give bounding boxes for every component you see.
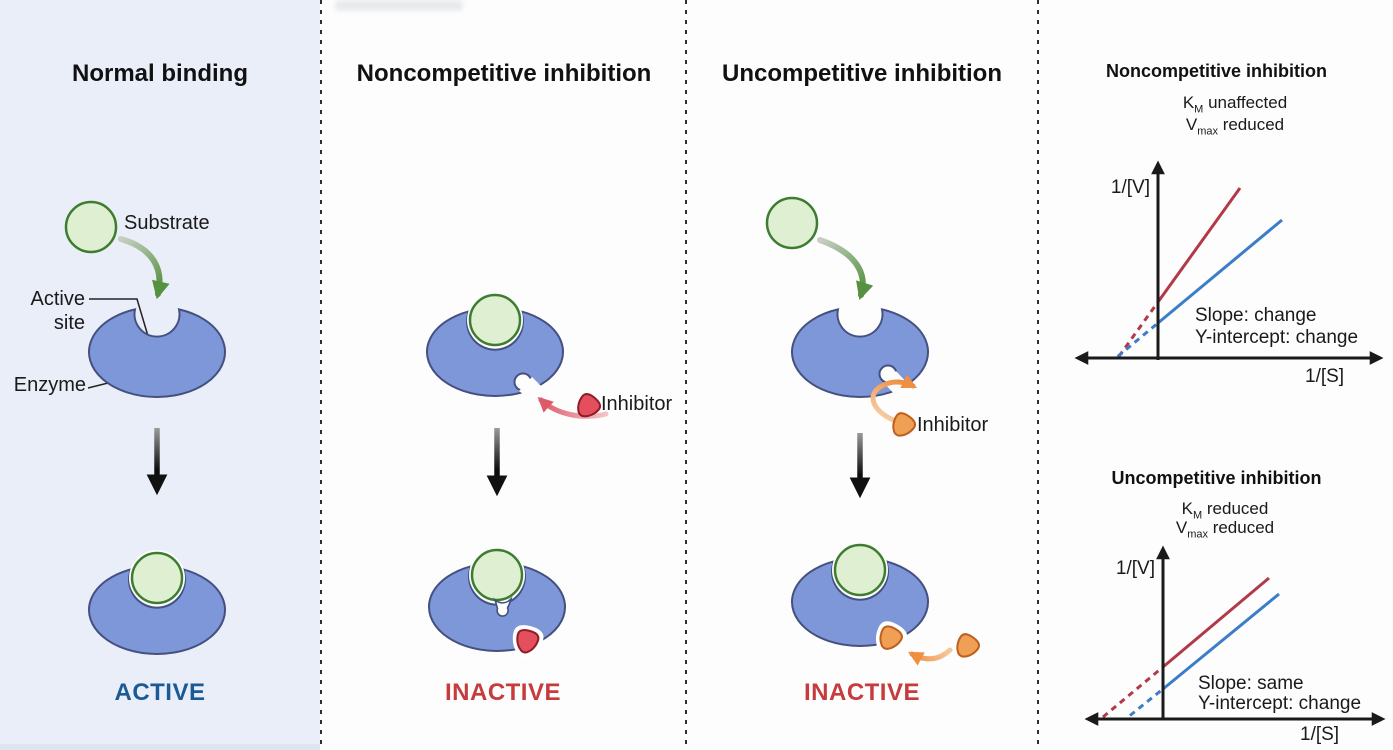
vmax-symbol: V [1185, 115, 1198, 134]
red-dashed-extrapolation [1102, 665, 1164, 719]
plot1-slope-note: Slope: change [1195, 305, 1317, 326]
plot2-title: Uncompetitive inhibition [1111, 468, 1322, 488]
substrate-label: Substrate [124, 212, 210, 234]
enzyme-with-open-active-site [88, 308, 226, 398]
panel-divider-1 [320, 0, 322, 750]
active-site-label-line1: Active [30, 288, 85, 310]
panel-bottom-strip [0, 744, 320, 750]
enzyme-substrate-complex-active [88, 550, 226, 655]
active-site-leader-line [89, 298, 149, 337]
panel1-title: Normal binding [72, 60, 248, 87]
blue-dashed-extrapolation [1129, 687, 1164, 717]
km-symbol: K [1181, 499, 1193, 518]
distorted-active-site [493, 596, 513, 617]
panel1-artwork [64, 200, 226, 655]
panel2-title: Noncompetitive inhibition [356, 60, 652, 87]
plot1-x-axis-label: 1/[S] [1305, 366, 1345, 387]
orange-curved-arrow-icon [870, 374, 918, 424]
vmax-effect: reduced [1217, 115, 1285, 134]
panel3-title: Uncompetitive inhibition [722, 60, 1002, 87]
inactive-status-label: INACTIVE [444, 679, 561, 706]
lineweaver-burk-plot-noncompetitive [1074, 160, 1384, 365]
active-site-label-line2: site [53, 311, 85, 334]
inhibitor-label: Inhibitor [601, 393, 673, 415]
vmax-subscript: max [1197, 125, 1218, 138]
plot2-x-axis-label: 1/[S] [1300, 724, 1340, 745]
red-inhibited-line [1162, 576, 1270, 669]
plot1-km-note: KM unaffected [1040, 93, 1393, 115]
inactive-status-label: INACTIVE [803, 679, 920, 706]
panel3-artwork [765, 196, 983, 666]
km-symbol: K [1182, 93, 1195, 112]
enzyme-substrate-inhibitor-complex-inactive [428, 547, 566, 661]
blue-uninhibited-line [1162, 592, 1280, 691]
km-subscript: M [1194, 103, 1204, 116]
lineweaver-burk-plot-uncompetitive [1084, 545, 1386, 726]
panel-divider-2 [685, 0, 687, 750]
vmax-effect: reduced [1207, 518, 1275, 537]
plot2-km-note: KM reduced [1040, 499, 1393, 521]
orange-curved-arrow-icon [908, 647, 953, 666]
panel-divider-3 [1037, 0, 1039, 750]
red-dashed-extrapolation [1117, 301, 1160, 358]
km-subscript: M [1193, 509, 1203, 522]
panel2-artwork [426, 292, 609, 661]
km-effect: unaffected [1203, 93, 1288, 112]
substrate-icon [64, 200, 118, 254]
plot2-intercept-note: Y-intercept: change [1198, 693, 1362, 714]
inhibitor-icon [886, 409, 919, 442]
plot1-title: Noncompetitive inhibition [1106, 61, 1327, 81]
vmax-symbol: V [1175, 518, 1188, 537]
enzyme-label: Enzyme [13, 374, 86, 396]
vmax-subscript: max [1187, 528, 1208, 541]
pink-curved-arrow-icon [537, 396, 609, 419]
substrate-icon [765, 196, 819, 250]
red-inhibited-line [1156, 187, 1242, 303]
plot1-vmax-note: Vmax reduced [1040, 115, 1393, 137]
blue-uninhibited-line [1157, 218, 1283, 325]
enzyme-substrate-inhibitor-complex-inactive [791, 542, 929, 660]
active-status-label: ACTIVE [114, 679, 206, 706]
watermark-remnant [335, 0, 463, 11]
plot1-y-axis-label: 1/[V] [1110, 177, 1150, 198]
inhibitor-label: Inhibitor [917, 414, 989, 436]
inhibitor-icon [950, 630, 983, 663]
green-curved-arrow-icon [118, 236, 170, 300]
blue-dashed-extrapolation [1116, 321, 1159, 358]
plot1-intercept-note: Y-intercept: change [1195, 327, 1359, 348]
plot2-y-axis-label: 1/[V] [1115, 558, 1155, 579]
enzyme-substrate-complex-with-allosteric-site [426, 292, 564, 402]
active-site-label: Active site [0, 288, 85, 335]
km-effect: reduced [1202, 499, 1269, 518]
plot2-slope-note: Slope: same [1198, 673, 1304, 694]
green-curved-arrow-icon [817, 237, 874, 301]
plot2-vmax-note: Vmax reduced [1040, 518, 1393, 540]
